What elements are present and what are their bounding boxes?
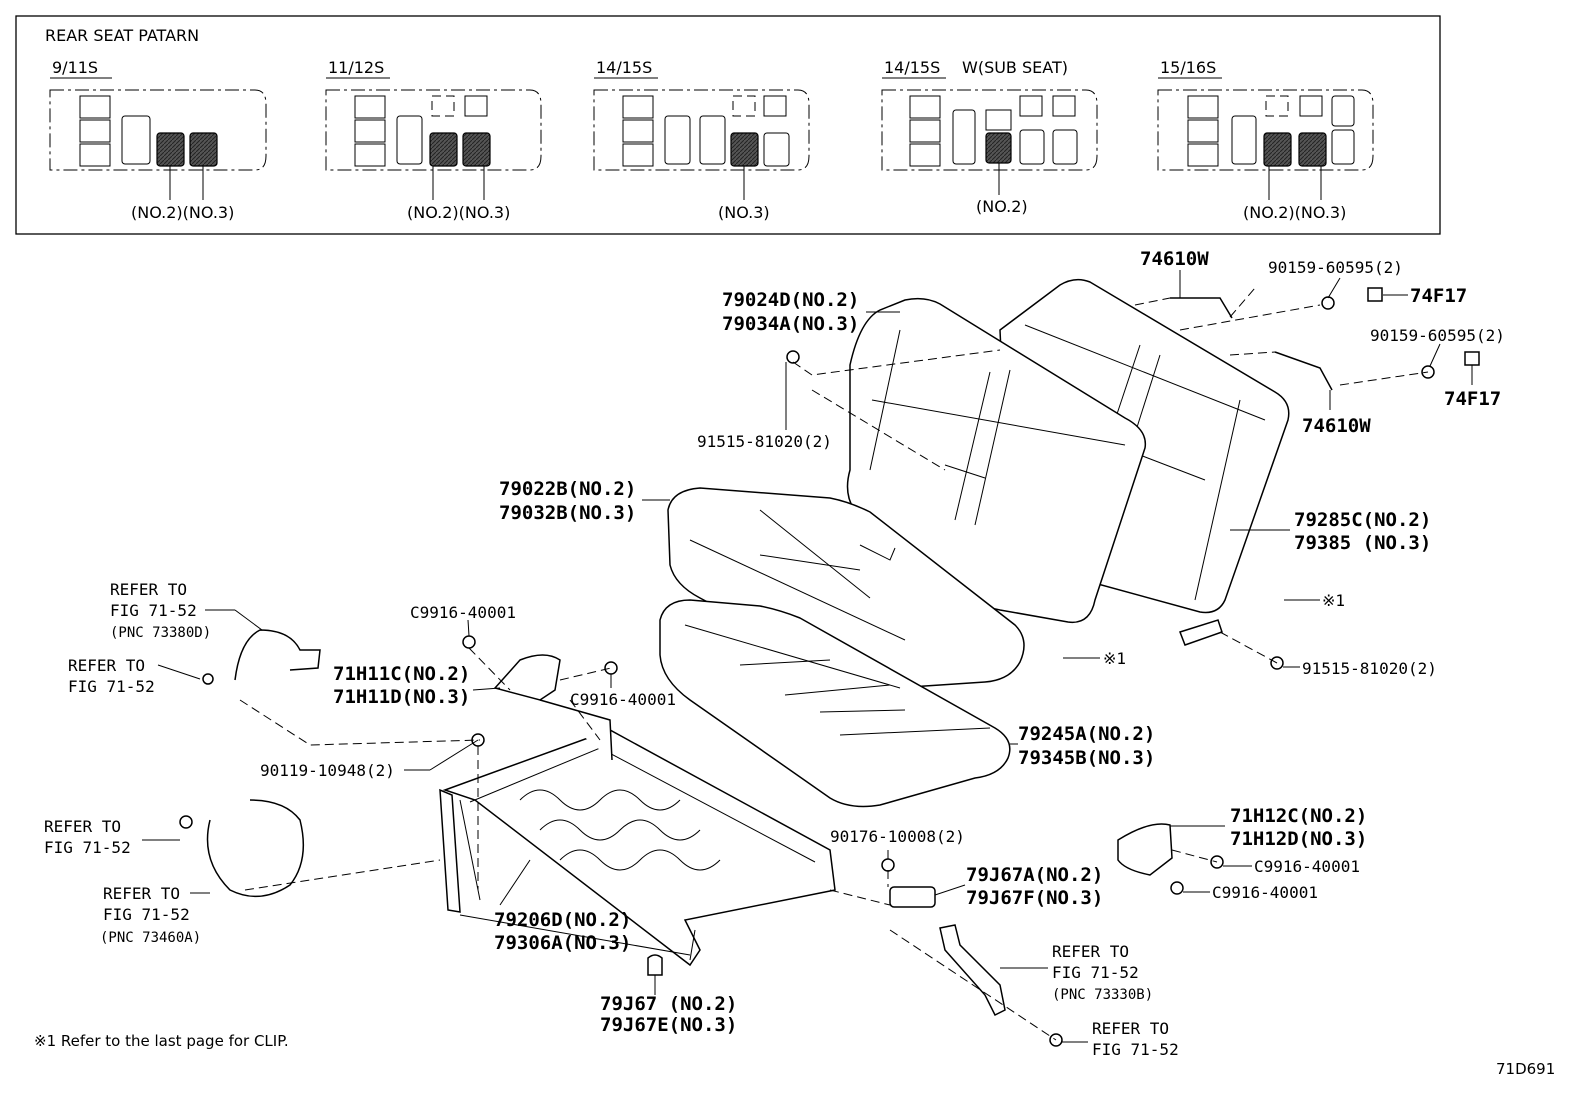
label-refer-pnc: (PNC 73380D) bbox=[110, 625, 211, 641]
label-71h12c: 71H12C(NO.2) bbox=[1230, 805, 1367, 827]
figure-id: 71D691 bbox=[1496, 1060, 1555, 1078]
pattern-name: 15/16S bbox=[1160, 58, 1216, 77]
footnote: ※1 Refer to the last page for CLIP. bbox=[34, 1032, 289, 1050]
pattern-extra: W(SUB SEAT) bbox=[962, 58, 1068, 77]
label-79345b: 79345B(NO.3) bbox=[1018, 747, 1155, 769]
label-74f17: 74F17 bbox=[1410, 285, 1467, 307]
assembly-lines bbox=[239, 287, 1429, 1041]
pattern-name: 9/11S bbox=[52, 58, 98, 77]
label-refer-to: REFER TO bbox=[1092, 1019, 1169, 1038]
label-refer-pnc: (PNC 73460A) bbox=[100, 930, 201, 946]
label-79022b: 79022B(NO.2) bbox=[499, 478, 636, 500]
bolt-icon bbox=[179, 815, 193, 829]
seat-cushion-pad bbox=[659, 599, 1011, 808]
label-c9916: C9916-40001 bbox=[1254, 857, 1360, 876]
label-refer-to: REFER TO bbox=[44, 817, 121, 836]
label-71h11d: 71H11D(NO.3) bbox=[333, 686, 470, 708]
bolt-icon bbox=[202, 673, 214, 685]
bolt-icon bbox=[786, 350, 800, 364]
pattern-callout: (NO.2)(NO.3) bbox=[131, 203, 234, 222]
seat-frame bbox=[439, 699, 836, 967]
label-79j67: 79J67 (NO.2) bbox=[600, 993, 737, 1015]
label-79385: 79385 (NO.3) bbox=[1294, 532, 1431, 554]
bracket bbox=[1179, 619, 1223, 646]
label-74610w: 74610W bbox=[1302, 415, 1371, 437]
seatbelt-73460a bbox=[206, 799, 305, 898]
label-refer-to: REFER TO bbox=[110, 580, 187, 599]
label-91515: 91515-81020(2) bbox=[697, 432, 832, 451]
label-clip: ※1 bbox=[1322, 591, 1345, 610]
pattern-15-16s: 15/16S (NO.2)(NO.3) bbox=[1157, 58, 1374, 222]
bolt-icon bbox=[462, 635, 476, 649]
bolt-icon bbox=[1170, 881, 1184, 895]
label-c9916: C9916-40001 bbox=[570, 690, 676, 709]
label-79024d: 79024D(NO.2) bbox=[722, 289, 859, 311]
label-refer-fig: FIG 71-52 bbox=[103, 905, 190, 924]
seat-cushion bbox=[667, 487, 1025, 690]
clip-74f17-lower bbox=[1464, 351, 1480, 366]
label-refer-fig: FIG 71-52 bbox=[110, 601, 197, 620]
label-c9916: C9916-40001 bbox=[410, 603, 516, 622]
label-79034a: 79034A(NO.3) bbox=[722, 313, 859, 335]
pattern-11-12s: 11/12S (NO.2)(NO.3) bbox=[325, 58, 542, 222]
leader-lines bbox=[142, 270, 1473, 1043]
label-90176: 90176-10008(2) bbox=[830, 827, 965, 846]
label-refer-fig: FIG 71-52 bbox=[1052, 963, 1139, 982]
label-refer-to: REFER TO bbox=[1052, 942, 1129, 961]
label-79206d: 79206D(NO.2) bbox=[494, 909, 631, 931]
pattern-callout: (NO.2) bbox=[976, 197, 1028, 216]
label-74f17: 74F17 bbox=[1444, 388, 1501, 410]
label-79306a: 79306A(NO.3) bbox=[494, 932, 631, 954]
clip-74f17-upper bbox=[1367, 287, 1383, 302]
label-71h11c: 71H11C(NO.2) bbox=[333, 663, 470, 685]
label-refer-pnc: (PNC 73330B) bbox=[1052, 987, 1153, 1003]
cover-79j67a bbox=[889, 886, 936, 908]
label-79j67f: 79J67F(NO.3) bbox=[966, 887, 1103, 909]
pattern-name: 14/15S bbox=[596, 58, 652, 77]
label-refer-to: REFER TO bbox=[103, 884, 180, 903]
label-90159: 90159-60595(2) bbox=[1268, 258, 1403, 277]
cover-79j67 bbox=[647, 954, 663, 976]
side-cover-71h11 bbox=[493, 654, 561, 701]
label-79j67a: 79J67A(NO.2) bbox=[966, 864, 1103, 886]
pattern-name: 14/15S bbox=[884, 58, 940, 77]
pattern-callout: (NO.3) bbox=[718, 203, 770, 222]
pattern-callout: (NO.2)(NO.3) bbox=[407, 203, 510, 222]
label-c9916: C9916-40001 bbox=[1212, 883, 1318, 902]
bolt-icon bbox=[604, 661, 618, 675]
side-cover-71h12 bbox=[1117, 823, 1173, 876]
label-79032b: 79032B(NO.3) bbox=[499, 502, 636, 524]
pattern-9-11s: 9/11S (NO.2)(NO.3) bbox=[49, 58, 267, 222]
label-refer-fig: FIG 71-52 bbox=[44, 838, 131, 857]
label-refer-fig: FIG 71-52 bbox=[1092, 1040, 1179, 1059]
hinge-74610w-upper bbox=[1170, 297, 1233, 319]
label-71h12d: 71H12D(NO.3) bbox=[1230, 828, 1367, 850]
label-90119: 90119-10948(2) bbox=[260, 761, 395, 780]
pattern-name: 11/12S bbox=[328, 58, 384, 77]
label-74610w: 74610W bbox=[1140, 248, 1209, 270]
rear-seat-pattern-panel: REAR SEAT PATARN 9/11S (NO.2)(NO.3) 11/1… bbox=[15, 15, 1441, 235]
hinge-74610w-lower bbox=[1274, 351, 1333, 391]
pattern-callout: (NO.2)(NO.3) bbox=[1243, 203, 1346, 222]
label-refer-to: REFER TO bbox=[68, 656, 145, 675]
bolt-icon bbox=[881, 858, 895, 872]
label-90159: 90159-60595(2) bbox=[1370, 326, 1505, 345]
label-refer-fig: FIG 71-52 bbox=[68, 677, 155, 696]
seatbelt-73330b bbox=[939, 924, 1006, 1017]
label-91515: 91515-81020(2) bbox=[1302, 659, 1437, 678]
pattern-14-15s-sub-seat: 14/15S W(SUB SEAT) (NO.2) bbox=[881, 58, 1098, 216]
label-79285c: 79285C(NO.2) bbox=[1294, 509, 1431, 531]
panel-title: REAR SEAT PATARN bbox=[45, 26, 199, 45]
label-79j67e: 79J67E(NO.3) bbox=[600, 1014, 737, 1036]
seatbelt-73380d bbox=[234, 629, 321, 681]
label-clip: ※1 bbox=[1103, 649, 1126, 668]
label-79245a: 79245A(NO.2) bbox=[1018, 723, 1155, 745]
pattern-14-15s: 14/15S (NO.3) bbox=[593, 58, 810, 222]
bolt-icon bbox=[1321, 296, 1335, 310]
